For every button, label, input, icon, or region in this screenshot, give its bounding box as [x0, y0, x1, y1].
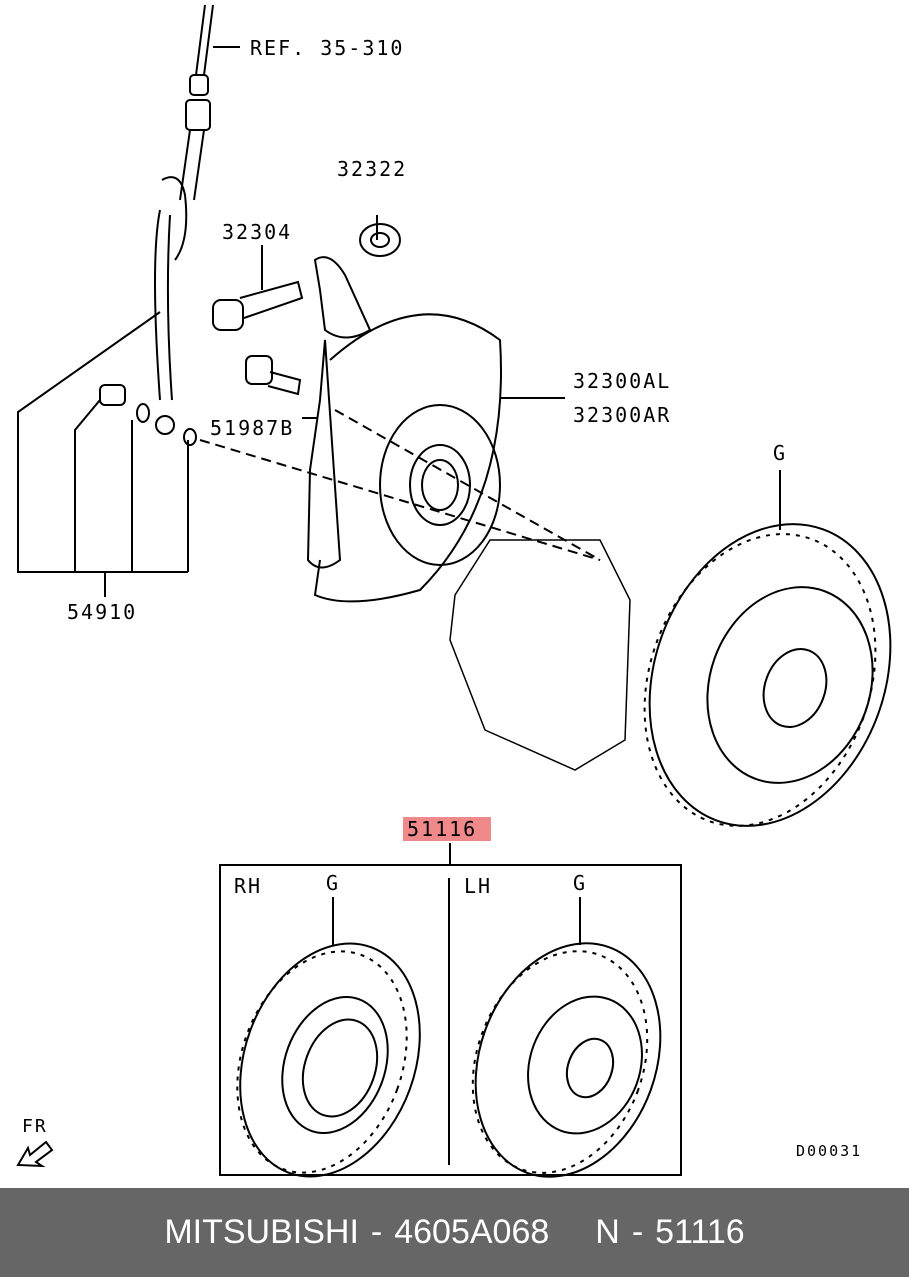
bolt-51987b	[245, 355, 302, 396]
inset-g-rh: G	[326, 871, 341, 895]
diagram-code: D00031	[796, 1142, 863, 1160]
footer-part-number: 4605A068	[394, 1213, 550, 1251]
callout-ref: REF. 35-310	[250, 36, 405, 60]
leader-54910	[17, 311, 189, 597]
callout-51987b[interactable]: 51987B	[210, 416, 295, 440]
brake-disc-main	[643, 523, 892, 827]
callout-32300ar[interactable]: 32300AR	[573, 403, 672, 427]
footer-bar: MITSUBISHI - 4605A068 N - 51116	[0, 1188, 909, 1277]
footer-ref-prefix: N	[595, 1213, 620, 1251]
callout-32300al[interactable]: 32300AL	[573, 369, 672, 393]
inset-box	[219, 864, 682, 1176]
footer-ref-number: 51116	[655, 1213, 745, 1251]
fitting-54910	[99, 384, 197, 446]
footer-brand: MITSUBISHI	[164, 1213, 359, 1251]
caliper-outline	[449, 539, 631, 771]
callout-54910[interactable]: 54910	[67, 600, 138, 624]
fr-label: FR	[22, 1116, 48, 1137]
callout-51116-highlighted[interactable]: 51116	[403, 817, 492, 841]
front-arrow-icon	[16, 1140, 54, 1168]
inset-rh-label: RH	[234, 874, 263, 898]
nut-32322	[359, 223, 401, 257]
steering-knuckle	[306, 256, 502, 603]
brake-disc-rh	[236, 942, 421, 1178]
footer-sep: -	[631, 1213, 644, 1251]
brake-disc-lh	[471, 942, 662, 1178]
callout-g-main: G	[773, 441, 788, 465]
inset-g-lh: G	[573, 871, 588, 895]
callout-32322[interactable]: 32322	[337, 157, 408, 181]
footer-sep: -	[370, 1213, 383, 1251]
brake-hose	[154, 4, 240, 435]
bolt-32304	[212, 280, 304, 331]
dashed-line	[199, 439, 601, 561]
callout-32304[interactable]: 32304	[222, 220, 293, 244]
inset-lh-label: LH	[464, 874, 493, 898]
